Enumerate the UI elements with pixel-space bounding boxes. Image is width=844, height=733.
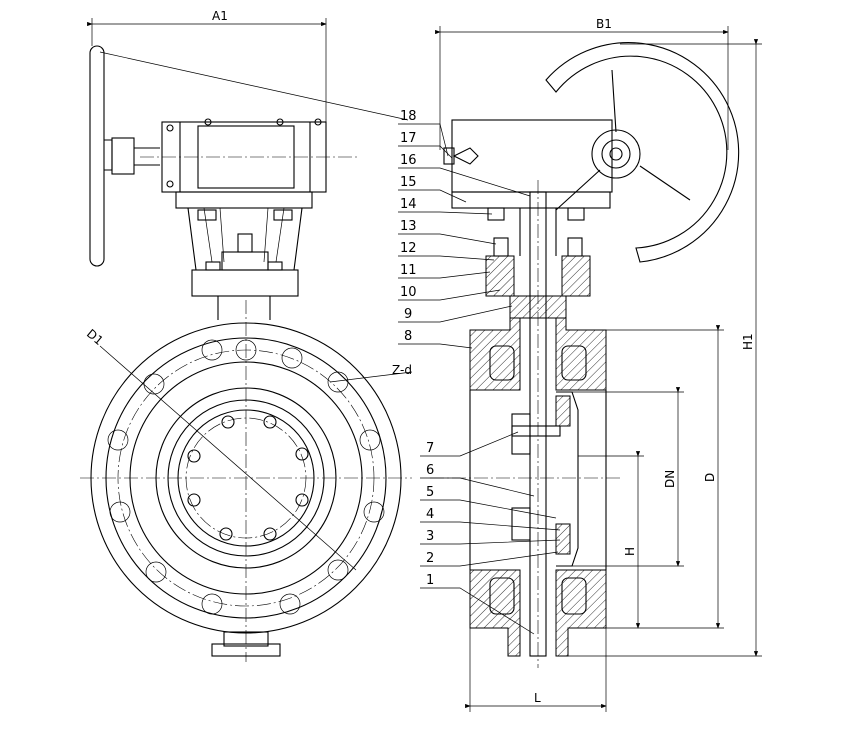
part-label-1: 1 xyxy=(426,573,434,588)
part-label-18: 18 xyxy=(400,109,417,124)
left-view xyxy=(80,18,413,662)
part-label-4: 4 xyxy=(426,507,434,522)
dim-l-label: L xyxy=(534,691,541,705)
part-label-16: 16 xyxy=(400,153,417,168)
gear-sector xyxy=(545,42,740,263)
part-label-3: 3 xyxy=(426,529,434,544)
dim-b1-label: B1 xyxy=(596,17,612,31)
dim-a1-label: A1 xyxy=(212,9,228,23)
handwheel-side xyxy=(89,45,105,267)
part-label-5: 5 xyxy=(426,485,434,500)
part-label-12: 12 xyxy=(400,241,417,256)
part-label-9: 9 xyxy=(404,307,412,322)
outer-bolt-holes xyxy=(107,339,385,615)
dim-d-label: D xyxy=(703,473,717,482)
right-view xyxy=(430,26,762,712)
dim-h-label: H xyxy=(623,547,637,556)
part-label-8: 8 xyxy=(404,329,412,344)
part-label-14: 14 xyxy=(400,197,417,212)
part-label-15: 15 xyxy=(400,175,417,190)
part-callouts xyxy=(398,123,561,635)
part-label-7: 7 xyxy=(426,441,434,456)
part-label-6: 6 xyxy=(426,463,434,478)
part-label-10: 10 xyxy=(400,285,417,300)
part-label-2: 2 xyxy=(426,551,434,566)
part-label-11: 11 xyxy=(400,263,417,278)
dim-dn-label: DN xyxy=(663,470,677,488)
valve-disc xyxy=(556,391,579,567)
part-label-17: 17 xyxy=(400,131,417,146)
dim-zd-label: Z-d xyxy=(392,363,412,377)
inner-bolts xyxy=(187,415,309,541)
part-label-13: 13 xyxy=(400,219,417,234)
dim-d1-label: D1 xyxy=(84,326,106,348)
dim-h1-label: H1 xyxy=(741,333,755,350)
